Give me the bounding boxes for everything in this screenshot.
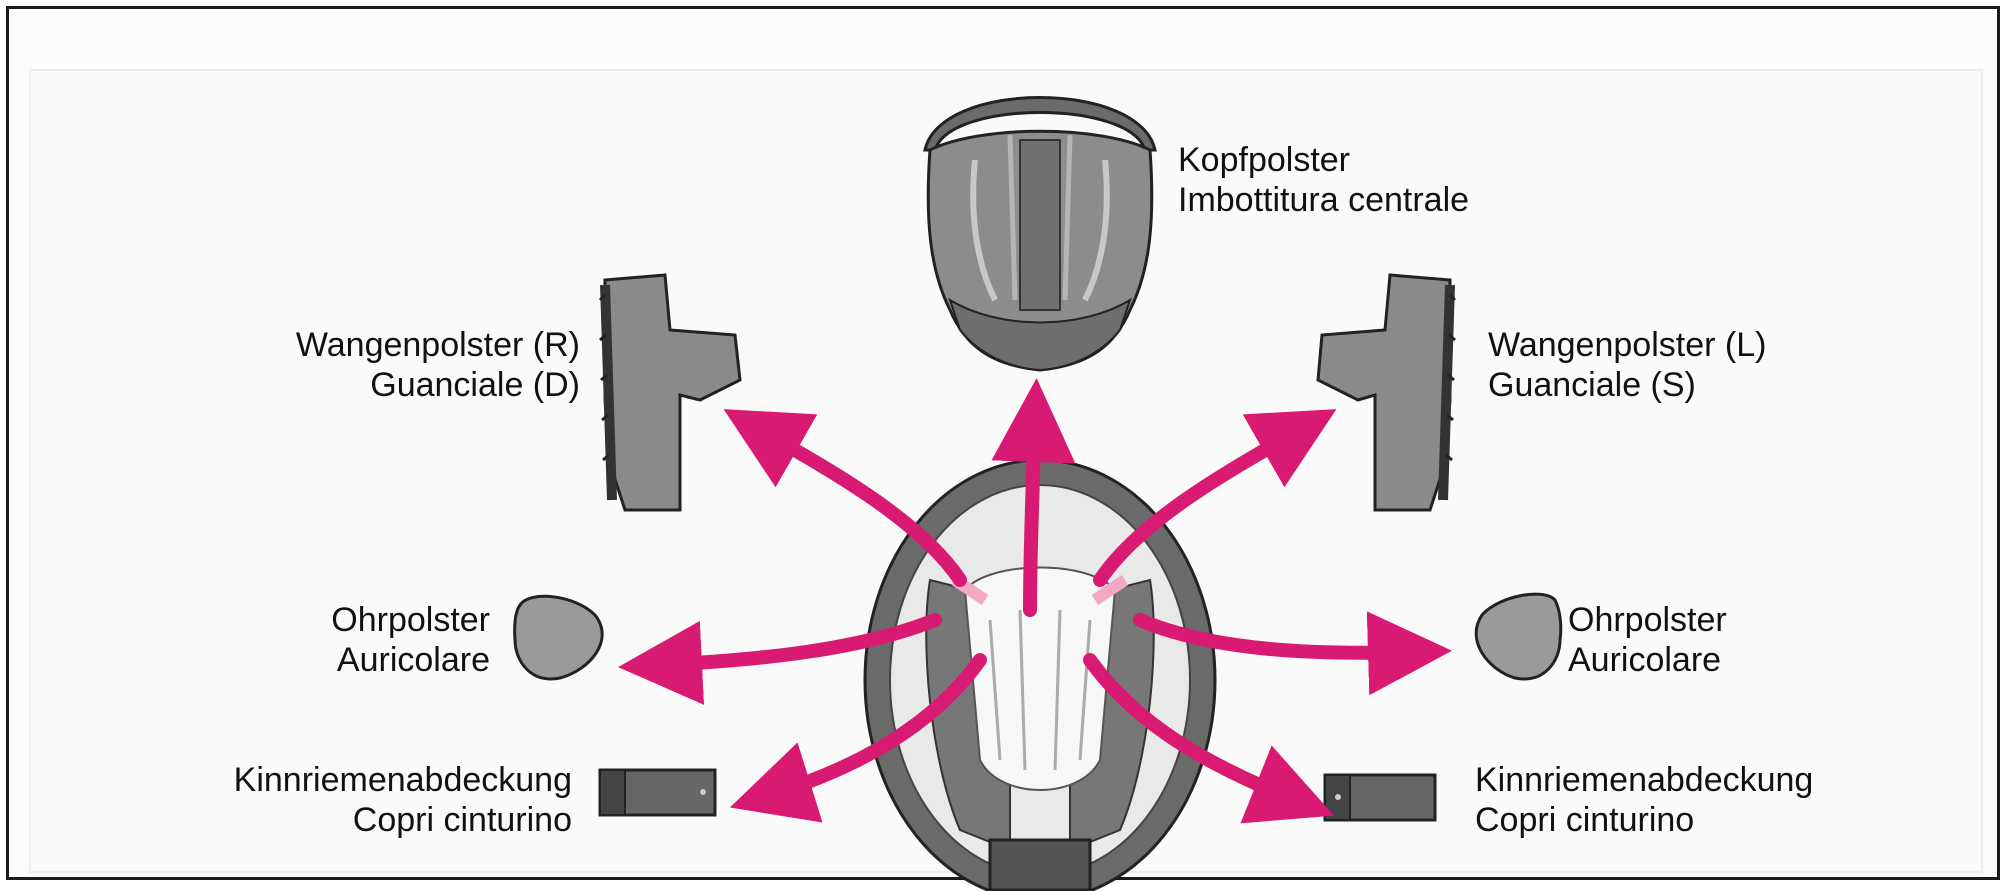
label-line-1: Kinnriemenabdeckung bbox=[150, 760, 572, 800]
label-line-1: Kopfpolster bbox=[1178, 140, 1469, 180]
label-line-2: Guanciale (D) bbox=[238, 365, 580, 405]
label-chin-cover-right-side: Kinnriemenabdeckung Copri cinturino bbox=[1475, 760, 1813, 840]
label-line-2: Copri cinturino bbox=[1475, 800, 1813, 840]
ear-pad-right-icon bbox=[1476, 594, 1561, 679]
label-line-2: Copri cinturino bbox=[150, 800, 572, 840]
label-line-2: Auricolare bbox=[1568, 640, 1727, 680]
ear-pad-left-icon bbox=[515, 596, 603, 679]
label-cheek-pad-left: Wangenpolster (L) Guanciale (S) bbox=[1488, 325, 1766, 405]
label-line-2: Imbottitura centrale bbox=[1178, 180, 1469, 220]
label-line-1: Ohrpolster bbox=[300, 600, 490, 640]
label-cheek-pad-right: Wangenpolster (R) Guanciale (D) bbox=[238, 325, 580, 405]
label-ear-pad-right-side: Ohrpolster Auricolare bbox=[1568, 600, 1727, 680]
label-line-1: Wangenpolster (L) bbox=[1488, 325, 1766, 365]
arrow-to-crown-pad bbox=[1030, 420, 1035, 610]
crown-pad-icon bbox=[925, 98, 1155, 371]
label-line-1: Wangenpolster (R) bbox=[238, 325, 580, 365]
label-line-2: Auricolare bbox=[300, 640, 490, 680]
label-line-2: Guanciale (S) bbox=[1488, 365, 1766, 405]
label-crown-pad: Kopfpolster Imbottitura centrale bbox=[1178, 140, 1469, 220]
label-line-1: Kinnriemenabdeckung bbox=[1475, 760, 1813, 800]
label-line-1: Ohrpolster bbox=[1568, 600, 1727, 640]
chin-strap-cover-left-icon bbox=[600, 770, 715, 815]
chin-strap-cover-right-icon bbox=[1325, 775, 1435, 820]
cheek-pad-left-icon bbox=[1318, 275, 1455, 510]
label-chin-cover-left-side: Kinnriemenabdeckung Copri cinturino bbox=[150, 760, 572, 840]
label-ear-pad-left-side: Ohrpolster Auricolare bbox=[300, 600, 490, 680]
cheek-pad-right-icon bbox=[600, 275, 740, 510]
